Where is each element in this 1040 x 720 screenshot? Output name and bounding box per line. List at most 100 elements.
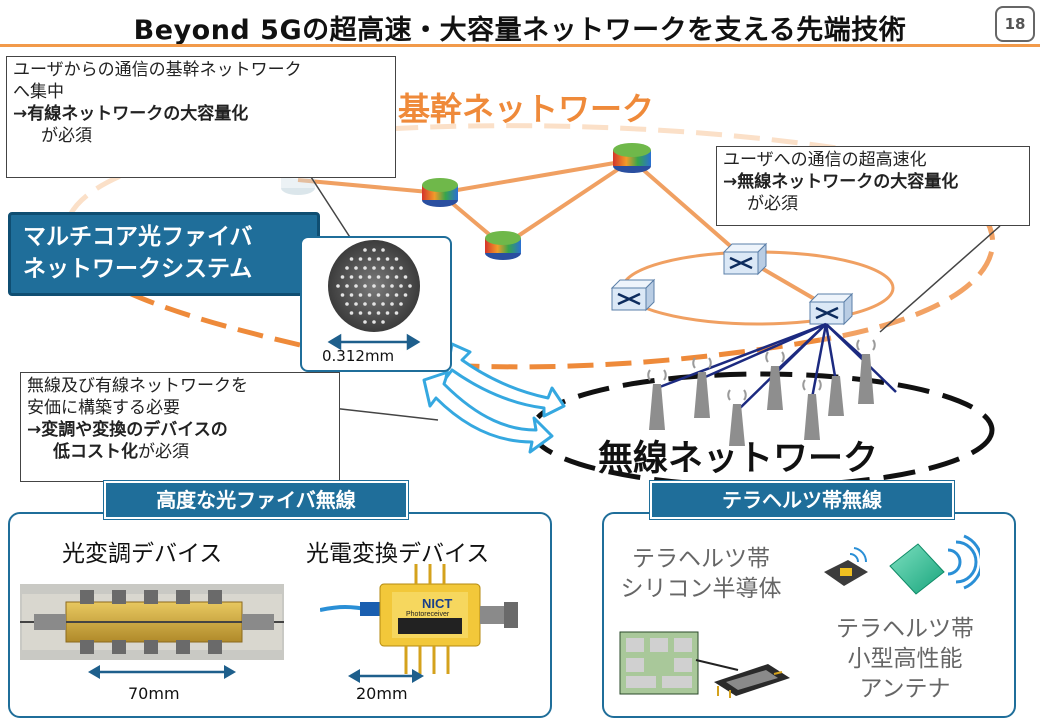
fiber-core-dot bbox=[363, 320, 367, 324]
fiber-core-dot bbox=[349, 257, 354, 261]
router-icon bbox=[422, 178, 458, 207]
thz-antenna-icon bbox=[889, 534, 980, 595]
switch-icon bbox=[808, 292, 854, 326]
switch-icon bbox=[722, 242, 768, 276]
antenna-label-line: テラヘルツ帯 bbox=[836, 616, 974, 642]
callout-emphasis: →無線ネットワークの大容量化 bbox=[723, 172, 959, 192]
user-callout: ユーザへの通信の超高速化 →無線ネットワークの大容量化 が必須 bbox=[716, 146, 1030, 226]
fiber-core-dot bbox=[376, 311, 381, 315]
fiber-core-dot bbox=[376, 275, 381, 279]
fiber-core-dot bbox=[372, 320, 376, 324]
fiber-core-dot bbox=[345, 284, 349, 288]
fiber-dimension-arrow bbox=[327, 333, 421, 351]
callout-text: が必須 bbox=[747, 194, 798, 214]
fiber-core-dot bbox=[354, 266, 358, 270]
fiber-core-dot bbox=[394, 293, 399, 297]
multicore-fiber-box: マルチコア光ファイバ ネットワークシステム bbox=[8, 212, 320, 296]
core-network-label: 基幹ネットワーク bbox=[398, 90, 655, 128]
callout-text: が必須 bbox=[41, 126, 92, 146]
fiber-core-dot bbox=[390, 266, 394, 270]
fiber-core-dot bbox=[394, 257, 399, 261]
modulator-label: 光変調デバイス bbox=[62, 541, 223, 567]
fiber-core-dot bbox=[349, 311, 354, 315]
callout-emphasis: 低コスト化 bbox=[53, 442, 138, 462]
fiber-core-dot bbox=[367, 257, 372, 261]
fiber-core-dot bbox=[358, 275, 363, 279]
fiber-core-dot bbox=[403, 293, 408, 297]
fiber-core-dot bbox=[399, 284, 403, 288]
fiber-core-dot bbox=[358, 293, 363, 297]
antenna-label-line: 小型高性能 bbox=[847, 646, 963, 672]
callout-text: 安価に構築する必要 bbox=[27, 398, 180, 418]
fiber-core-dot bbox=[349, 275, 354, 279]
fiber-dimension-label: 0.312mm bbox=[322, 347, 395, 365]
antenna-label: テラヘルツ帯 小型高性能 アンテナ bbox=[810, 614, 1000, 704]
fiber-core-dot bbox=[354, 284, 358, 288]
photonic-radio-header: 高度な光ファイバ無線 bbox=[104, 481, 408, 519]
modulator-dimension-arrow bbox=[88, 665, 236, 679]
converter-dimension-arrow bbox=[348, 669, 424, 683]
fiber-core-dot bbox=[367, 293, 372, 297]
fiber-core-dot bbox=[408, 284, 412, 288]
fiber-core-dot bbox=[372, 248, 376, 252]
callout-text: ユーザからの通信の基幹ネットワーク bbox=[13, 60, 302, 80]
fiber-core-dot bbox=[394, 311, 399, 315]
converter-brand: NICT bbox=[422, 596, 452, 611]
callout-text: 無線及び有線ネットワークを bbox=[27, 376, 248, 396]
fiber-core-dot bbox=[403, 275, 408, 279]
page-title: Beyond 5Gの超高速・大容量ネットワークを支える先端技術 bbox=[133, 15, 907, 46]
fiber-core-dot bbox=[399, 266, 403, 270]
semiconductor-label-line: シリコン半導体 bbox=[620, 576, 782, 602]
antenna-label-line: アンテナ bbox=[859, 676, 951, 702]
fiber-core-dot bbox=[372, 302, 376, 306]
converter-caption: Photoreceiver bbox=[406, 611, 450, 618]
fiber-core-dot bbox=[385, 293, 390, 297]
fiber-core-dot bbox=[363, 284, 367, 288]
fiber-core-dot bbox=[381, 302, 385, 306]
fiber-cores bbox=[336, 248, 412, 324]
callout-emphasis: →有線ネットワークの大容量化 bbox=[13, 104, 249, 124]
fiber-core-dot bbox=[385, 257, 390, 261]
page-number: 18 bbox=[995, 6, 1035, 42]
fiber-core-dot bbox=[367, 311, 372, 315]
router-icon bbox=[485, 231, 521, 260]
fiber-core-dot bbox=[372, 266, 376, 270]
callout-emphasis: →変調や変換のデバイスの bbox=[27, 420, 228, 440]
callout-text: が必須 bbox=[138, 442, 189, 462]
fiber-core-dot bbox=[390, 284, 394, 288]
wireless-network-label: 無線ネットワーク bbox=[598, 439, 879, 479]
fiber-core-dot bbox=[345, 302, 349, 306]
fiber-core-dot bbox=[381, 248, 385, 252]
semiconductor-label-line: テラヘルツ帯 bbox=[632, 546, 770, 572]
fiber-core-dot bbox=[385, 275, 390, 279]
modulator-dimension-label: 70mm bbox=[128, 684, 180, 703]
fiber-core-dot bbox=[363, 266, 367, 270]
title-divider bbox=[0, 44, 1040, 47]
fiber-core-dot bbox=[376, 257, 381, 261]
fiber-core-dot bbox=[354, 302, 358, 306]
fiber-core-dot bbox=[390, 302, 394, 306]
fiber-core-dot bbox=[363, 248, 367, 252]
converter-label: 光電変換デバイス bbox=[306, 541, 490, 567]
fiber-detail bbox=[327, 240, 421, 351]
thz-chip-icon bbox=[824, 547, 868, 586]
fiber-core-dot bbox=[367, 275, 372, 279]
callout-text: ユーザへの通信の超高速化 bbox=[723, 150, 927, 170]
router-icon bbox=[613, 143, 651, 173]
semiconductor-label: テラヘルツ帯 シリコン半導体 bbox=[606, 544, 796, 604]
fiber-core-dot bbox=[349, 293, 354, 297]
switch-icon bbox=[610, 278, 656, 312]
fiber-core-dot bbox=[372, 284, 376, 288]
fiber-core-dot bbox=[385, 311, 390, 315]
modulator-device-image bbox=[20, 584, 284, 660]
converter-dimension-label: 20mm bbox=[356, 684, 408, 703]
fiber-core-dot bbox=[336, 284, 340, 288]
fiber-core-dot bbox=[394, 275, 399, 279]
fiber-core-dot bbox=[345, 266, 349, 270]
cost-callout: 無線及び有線ネットワークを 安価に構築する必要 →変調や変換のデバイスの 低コス… bbox=[20, 372, 340, 482]
thz-silicon-chip-image bbox=[619, 631, 790, 698]
wireless-links bbox=[656, 322, 897, 411]
fiber-core-dot bbox=[358, 311, 363, 315]
fiber-core-dot bbox=[381, 320, 385, 324]
fiber-core-dot bbox=[376, 293, 381, 297]
